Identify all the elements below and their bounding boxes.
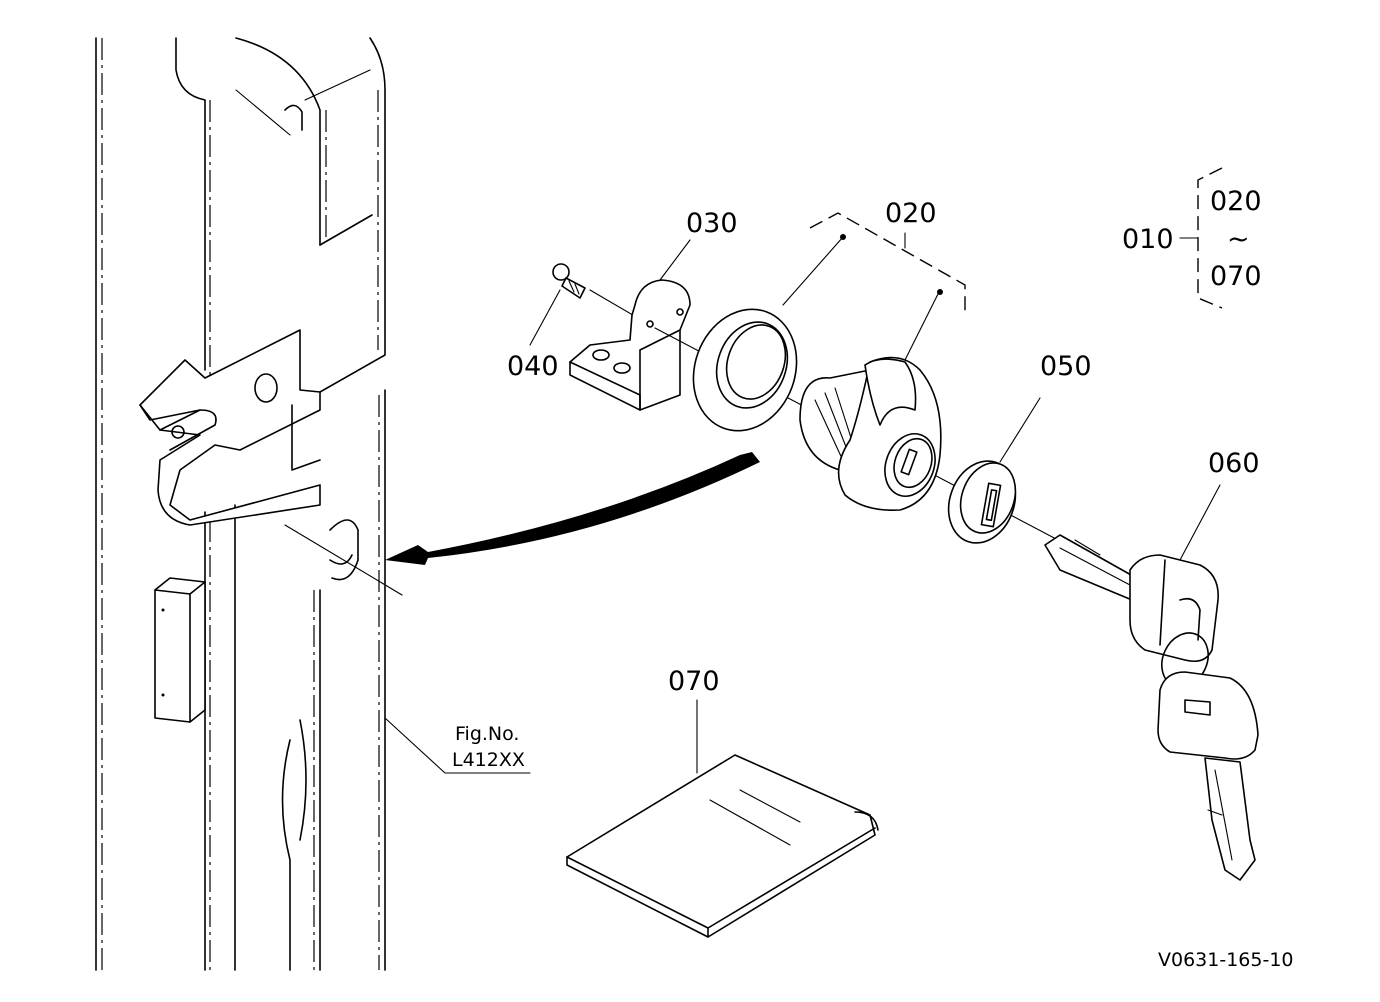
striker-plate: [139, 329, 321, 526]
callout-020: 020: [885, 198, 937, 229]
callout-010: 010: [1122, 224, 1174, 255]
door-frame: [95, 37, 386, 971]
fig-number: L412XX: [452, 749, 525, 771]
callout-070: 070: [668, 666, 720, 697]
install-arrow: [385, 452, 760, 565]
callout-040: 040: [507, 351, 559, 382]
callout-020-range: 020: [1210, 186, 1262, 217]
drawing-code: V0631-165-10: [1158, 949, 1294, 971]
part-020-lock-cylinder: [799, 289, 943, 512]
callout-050: 050: [1040, 351, 1092, 382]
callout-tilde: ~: [1227, 224, 1250, 255]
callout-060: 060: [1208, 448, 1260, 479]
part-030-bracket: [569, 239, 691, 411]
callout-070-range: 070: [1210, 261, 1262, 292]
callout-030: 030: [686, 208, 738, 239]
part-070-manual: [566, 699, 879, 938]
fig-label: Fig.No.: [455, 723, 519, 745]
lock-hole: [284, 519, 403, 596]
group-020-bracket: [809, 212, 966, 315]
assembly-range-bracket: [1179, 167, 1223, 309]
rubber-block: [154, 577, 206, 723]
part-050-cap: [947, 397, 1041, 544]
part-060-keys: [1044, 484, 1259, 881]
figure-reference: Fig.No. L412XX: [384, 717, 531, 774]
part-020-grommet: [692, 234, 846, 432]
